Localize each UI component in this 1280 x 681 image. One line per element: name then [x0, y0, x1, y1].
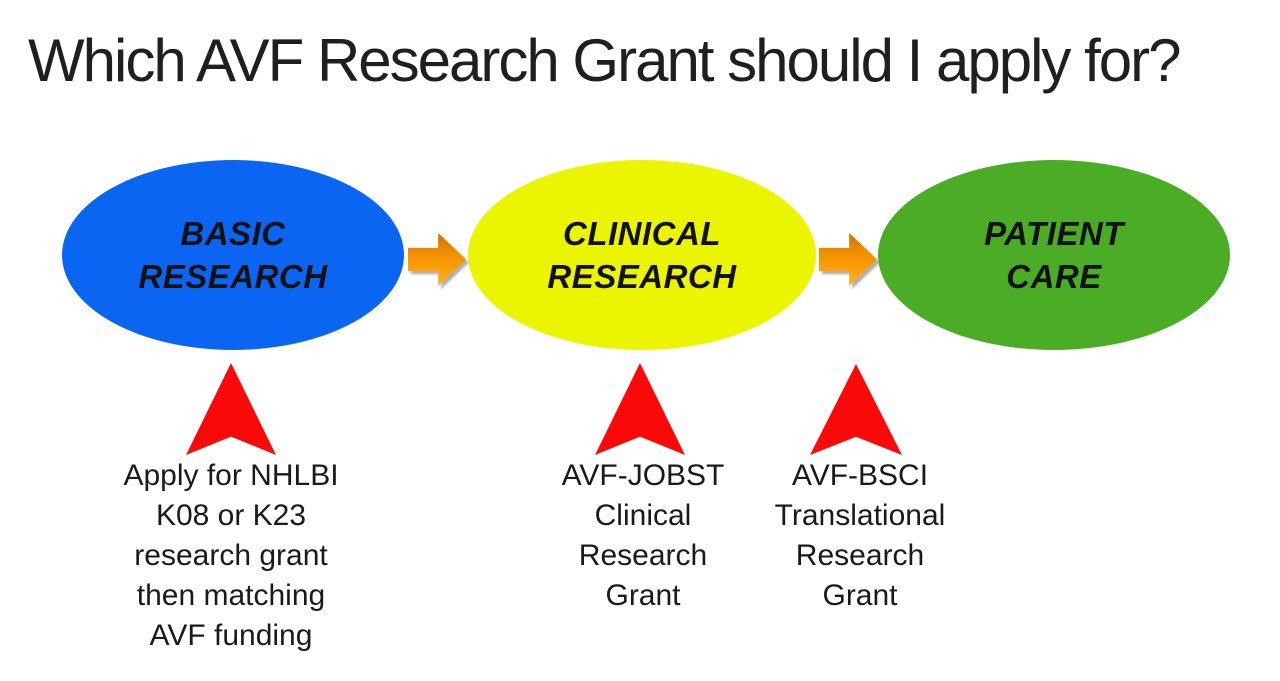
callout-pointer-clinical-icon	[595, 363, 685, 455]
stage-clinical-research: CLINICAL RESEARCH	[468, 160, 816, 350]
callout-line: Translational	[774, 499, 946, 532]
callout-pointer-translational-icon	[810, 364, 902, 455]
stage-label-line: CARE	[1006, 258, 1102, 295]
callout-line: AVF funding	[149, 619, 313, 652]
right-arrow-icon	[408, 233, 466, 286]
stage-patient-care: PATIENT CARE	[878, 160, 1230, 350]
stage-patient-care-label: PATIENT CARE	[984, 212, 1124, 298]
stage-basic-research: BASIC RESEARCH	[62, 160, 404, 350]
callout-line: Grant	[605, 579, 681, 612]
callout-line: research grant	[134, 539, 328, 572]
callout-line: AVF-JOBST	[561, 459, 725, 492]
stage-label-line: PATIENT	[984, 215, 1124, 252]
callout-pointer-basic-icon	[186, 363, 276, 455]
stage-label-line: RESEARCH	[547, 258, 737, 295]
stage-label-line: BASIC	[180, 215, 286, 252]
callout-clinical-research: AVF-JOBST Clinical Research Grant	[493, 456, 793, 616]
callout-line: Grant	[822, 579, 898, 612]
callout-line: Research	[795, 539, 925, 572]
flow-arrow-clinical-to-patient	[819, 233, 877, 286]
flow-arrow-basic-to-clinical	[408, 233, 466, 286]
stage-label-line: RESEARCH	[138, 258, 328, 295]
page-title: Which AVF Research Grant should I apply …	[28, 27, 1181, 94]
stage-clinical-research-label: CLINICAL RESEARCH	[547, 212, 736, 298]
stage-basic-research-label: BASIC RESEARCH	[138, 212, 327, 298]
callout-basic-research: Apply for NHLBI K08 or K23 research gran…	[81, 456, 381, 656]
callout-line: AVF-BSCI	[791, 459, 929, 492]
stage-label-line: CLINICAL	[563, 215, 721, 252]
callout-line: Apply for NHLBI	[123, 459, 339, 492]
callout-line: K08 or K23	[155, 499, 307, 532]
callout-line: then matching	[136, 579, 326, 612]
callout-translational-research: AVF-BSCI Translational Research Grant	[710, 456, 1010, 616]
right-arrow-icon	[819, 233, 877, 286]
callout-line: Research	[578, 539, 708, 572]
callout-line: Clinical	[594, 499, 692, 532]
